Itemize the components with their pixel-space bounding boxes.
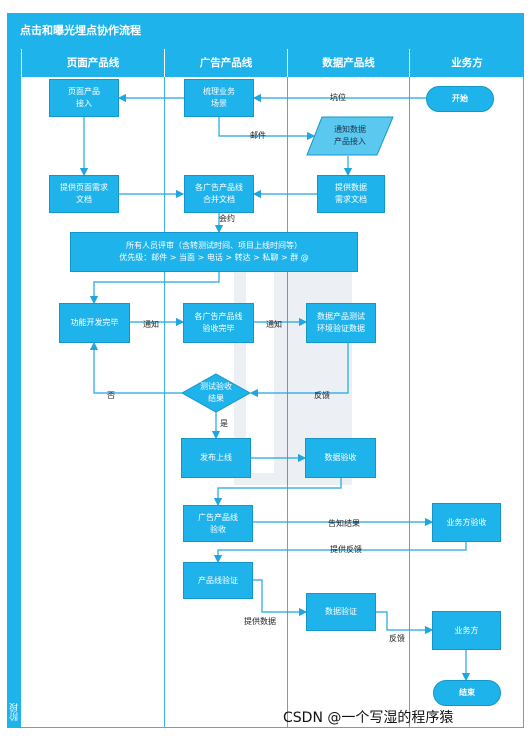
node-line-verify: 产品线验证 [183,562,253,599]
node-decision-shape [181,373,251,413]
node-publish: 发布上线 [181,438,251,478]
node-biz-check: 业务方验收 [432,503,501,542]
node-notify-data-shape [306,116,394,156]
end-node: 结束 [433,680,501,706]
arrow-dataverify-to-biznode [376,611,434,635]
node-review: 所有人员评审（含转测试时间、项目上线时间等） 优先级：邮件 > 当面 > 电话 … [70,232,358,272]
arrow-decision-to-dev [89,341,183,394]
arrow-biz-to-lineverify [213,542,467,564]
label-mail: 邮件 [250,131,266,140]
label-meeting: 会约 [219,214,235,223]
lane-header-biz: 业务方 [409,49,524,77]
arrow-lineverify-to-dataverify [253,579,308,617]
diagram-title: 点击和曝光埋点协作流程 [7,13,524,49]
node-data-doc: 提供数据 需求文档 [317,175,385,213]
node-biz: 业务方 [432,611,501,650]
stage-sidebar [7,49,21,728]
label-provide-feedback: 提供反馈 [330,545,362,554]
label-feedback: 反馈 [314,391,330,400]
arrow-datatest-to-decision [249,342,349,398]
node-data-test: 数据产品测试 环境验证数据 [306,303,376,343]
label-inform: 告知结果 [328,519,360,528]
csdn-watermark-text: CSDN @一个写湿的程序猿 [283,710,454,726]
node-decision: 测试验收 结果 [200,382,232,403]
lane-header-data: 数据产品线 [287,49,409,77]
label-slot: 坑位 [330,93,346,102]
label-no: 否 [107,391,115,400]
label-notify-2: 通知 [266,320,282,329]
node-dev-done: 功能开发完毕 [59,303,130,343]
node-notify-data: 通知数据 产品接入 [334,125,366,146]
arrow-sort-to-notify [218,117,316,141]
node-data-verify: 数据验证 [306,593,376,631]
lane-header-ad: 广告产品线 [164,49,287,77]
node-data-check: 数据验收 [305,438,376,478]
arrow-review-to-dev [89,272,220,305]
label-provide-data: 提供数据 [244,617,276,626]
lane-divider [164,77,165,728]
node-ad-merge: 各广告产品线 合并文档 [184,175,254,213]
label-feedback-2: 反馈 [389,634,405,643]
lane-header-page: 页面产品线 [21,49,164,77]
node-ad-check-done: 各广告产品线 验收完毕 [183,303,254,343]
start-node: 开始 [426,86,494,112]
node-page-access: 页面产品 接入 [49,79,119,117]
node-ad-line-check: 广告产品线 验收 [183,505,253,542]
lane-divider [287,77,288,728]
label-notify-1: 通知 [143,320,159,329]
arrow-datacheck-to-adlinecheck [213,478,342,507]
lane-divider [409,77,410,728]
node-sort-scene: 梳理业务 场景 [184,79,254,117]
node-page-doc: 提供页面需求 文档 [49,175,119,213]
label-yes: 是 [220,419,228,428]
